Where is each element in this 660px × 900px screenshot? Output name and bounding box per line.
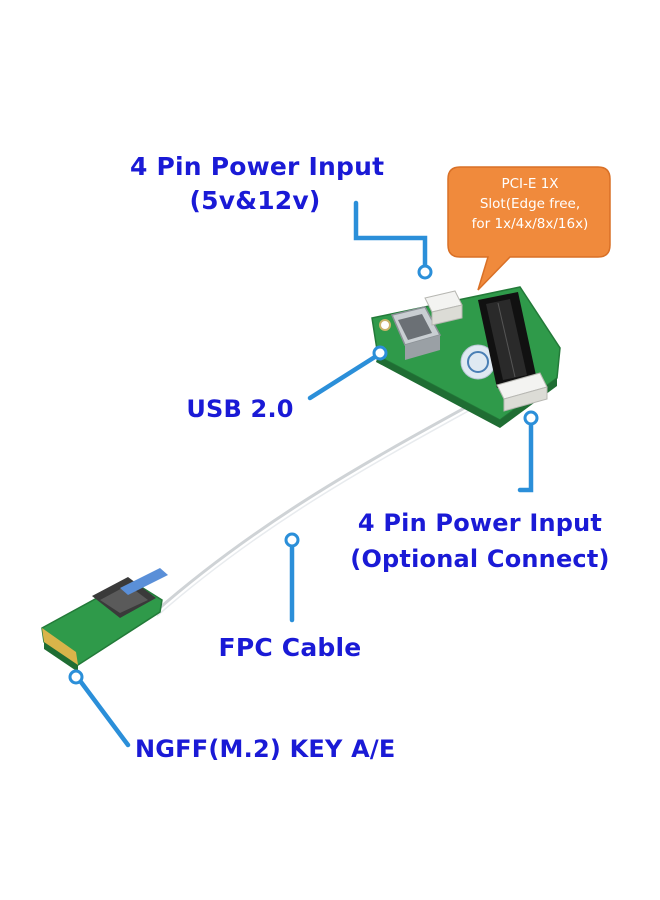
label-power-bottom-line2: (Optional Connect) [350,545,610,573]
label-power-top-line1: 4 Pin Power Input [130,152,385,181]
label-ngff-key: NGFF(M.2) KEY A/E [135,735,396,763]
label-fpc-cable: FPC Cable [218,633,362,662]
pointer-power-top [353,200,428,271]
pcie-x1-slot [478,292,537,388]
callout-line-3: for 1x/4x/8x/16x) [471,216,589,232]
fpc-cable [154,403,471,614]
mounting-hole [379,319,391,331]
callout-line-1: PCI-E 1X [501,176,559,192]
label-usb-2: USB 2.0 [186,395,294,423]
pcie-callout-bubble [447,166,611,291]
label-power-top-line2: (5v&12v) [189,186,321,215]
power-connector-top [424,290,463,326]
label-4pin-power-input-top: 4 Pin Power Input (5v&12v) [130,150,385,218]
pointer-dots [68,264,539,685]
pcie-adapter-board [371,286,561,428]
pointer-ngff [75,675,131,748]
label-power-bottom-line1: 4 Pin Power Input [357,509,603,537]
fpc-cable-edge [156,408,473,617]
label-4pin-power-input-bottom: 4 Pin Power Input (Optional Connect) [340,505,620,577]
pointer-power-bottom [517,417,534,493]
callout-line-2: Slot(Edge free, [479,196,581,212]
ngff-m2-board [41,568,168,672]
power-connector-bottom [496,372,548,412]
pcie-callout-text: PCI-E 1X Slot(Edge free, for 1x/4x/8x/16… [452,174,608,234]
pointer-usb [307,352,381,401]
usb-port [390,306,442,360]
pointer-lines [75,200,534,748]
